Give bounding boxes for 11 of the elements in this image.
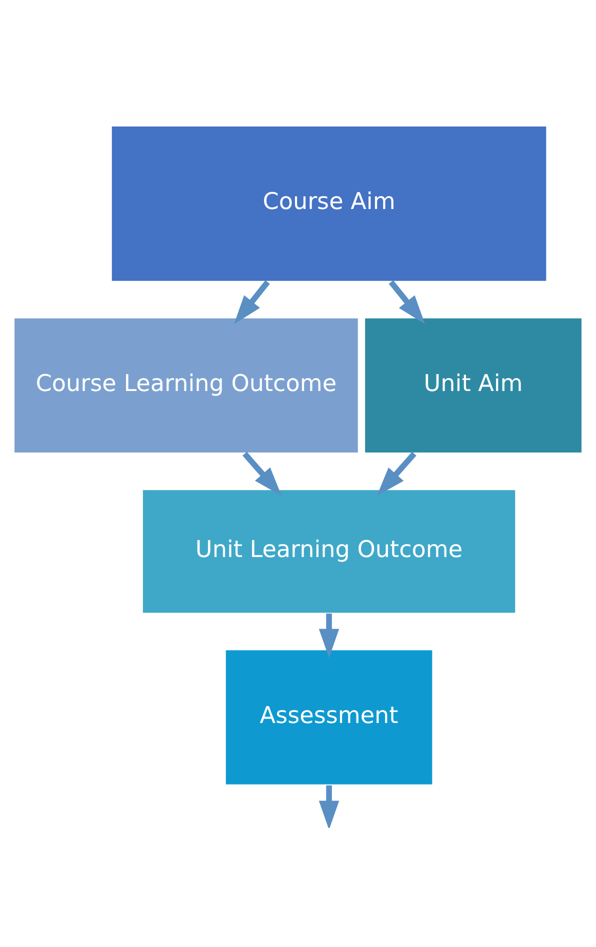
arrow <box>234 280 270 324</box>
node-box: Course Aim <box>110 124 548 282</box>
arrow <box>318 613 340 658</box>
arrow <box>242 451 282 496</box>
node-box: Course Learning Outcome <box>13 316 360 454</box>
arrow <box>388 280 425 324</box>
node-box: Unit Learning Outcome <box>141 488 517 614</box>
node-box: Assessment <box>224 648 434 786</box>
arrow <box>376 451 416 496</box>
arrow <box>318 784 340 828</box>
node-box: Unit Aim <box>364 316 583 454</box>
